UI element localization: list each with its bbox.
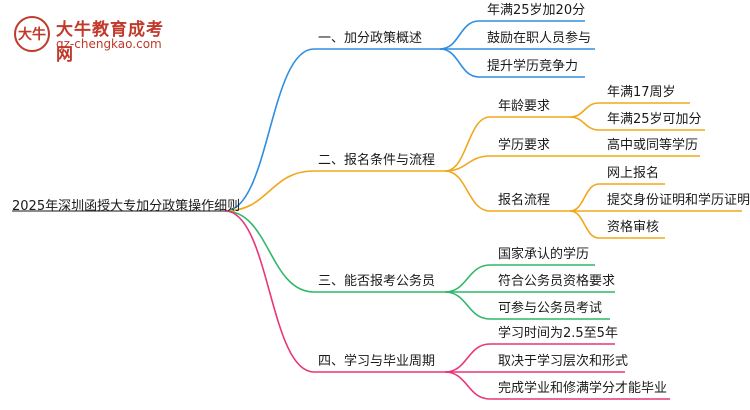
- leaf-connector-4-1: [444, 343, 491, 373]
- leaf-label-1-1: 年满25岁加20分: [487, 3, 586, 18]
- mindmap-root: 2025年深圳函授大专加分政策操作细则: [12, 199, 241, 214]
- branch-label-2: 二、报名条件与流程: [318, 153, 436, 168]
- leaf-connector-1-1: [439, 20, 480, 50]
- subleaf-connector-2-1-1: [569, 102, 600, 118]
- branch-label-1: 一、加分政策概述: [318, 31, 423, 46]
- branch-connector-1: [224, 48, 315, 212]
- leaf-label-2-1: 年龄要求: [498, 99, 551, 114]
- leaf-label-3-1: 国家承认的学历: [498, 247, 590, 262]
- subleaf-label-2-3-3: 资格审核: [607, 220, 660, 235]
- subleaf-label-2-3-2: 提交身份证明和学历证明: [607, 193, 750, 208]
- logo-site-name: 大牛教育成考网: [56, 20, 164, 65]
- subleaf-label-2-1-1: 年满17周岁: [607, 85, 676, 100]
- leaf-connector-4-3: [444, 371, 491, 400]
- subleaf-label-2-3-1: 网上报名: [607, 166, 660, 181]
- leaf-label-1-2: 鼓励在职人员参与: [487, 31, 592, 46]
- leaf-connector-3-3: [444, 291, 491, 320]
- leaf-label-2-2: 学历要求: [498, 138, 551, 153]
- branch-label-4: 四、学习与毕业周期: [318, 354, 436, 369]
- subleaf-connector-2-3-3: [569, 210, 600, 239]
- branch-connector-2: [224, 170, 315, 212]
- leaf-connector-2-1: [444, 116, 491, 172]
- leaf-connector-3-1: [444, 264, 491, 293]
- leaf-label-4-1: 学习时间为2.5至5年: [498, 326, 618, 341]
- leaf-label-3-2: 符合公务员资格要求: [498, 274, 616, 289]
- subleaf-connector-2-3-1: [569, 183, 600, 212]
- leaf-label-1-3: 提升学历竞争力: [487, 59, 579, 74]
- leaf-label-2-3: 报名流程: [498, 193, 551, 208]
- logo-site-url: gz-chengkao.com: [56, 37, 162, 51]
- site-logo: 大牛 大牛教育成考网 gz-chengkao.com: [8, 12, 178, 65]
- leaf-connector-2-3: [444, 170, 491, 212]
- leaf-connector-2-2: [444, 155, 491, 172]
- subleaf-label-2-1-2: 年满25岁可加分: [607, 112, 702, 127]
- branch-connector-4: [224, 210, 315, 373]
- leaf-label-4-2: 取决于学习层次和形式: [498, 354, 629, 369]
- branch-connector-3: [224, 210, 315, 293]
- logo-badge-icon: 大牛: [14, 16, 50, 52]
- leaf-label-4-3: 完成学业和修满学分才能毕业: [498, 381, 668, 396]
- branch-label-3: 三、能否报考公务员: [318, 274, 436, 289]
- leaf-label-3-3: 可参与公务员考试: [498, 301, 603, 316]
- leaf-connector-1-3: [439, 48, 480, 78]
- subleaf-connector-2-1-2: [569, 116, 600, 131]
- subleaf-label-2-2-1: 高中或同等学历: [607, 138, 699, 153]
